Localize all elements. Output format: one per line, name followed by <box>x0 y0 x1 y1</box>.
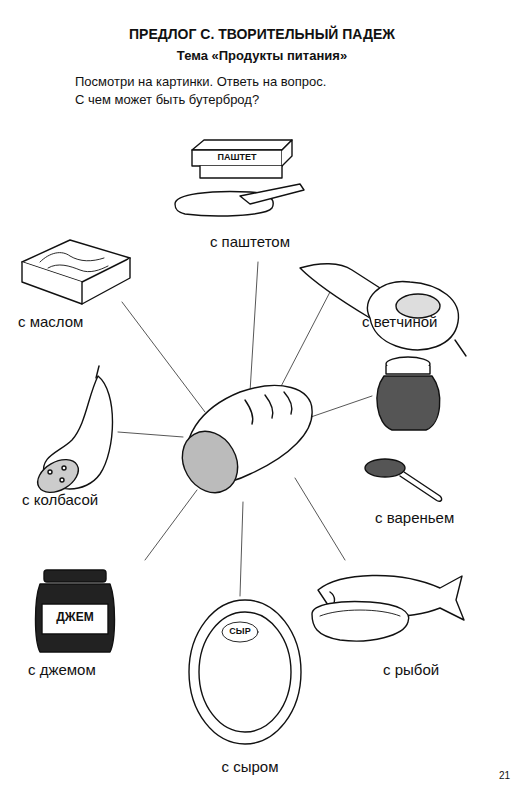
jam-jar <box>42 604 108 634</box>
sausage <box>48 470 52 474</box>
food-label: с вареньем <box>375 509 495 527</box>
page-number: 21 <box>470 770 510 782</box>
leader-line <box>122 302 205 412</box>
butter-pack <box>40 253 104 262</box>
sausage <box>60 478 64 482</box>
pate-tin <box>200 166 282 178</box>
leader-line <box>275 292 330 398</box>
cheese-wheel <box>189 600 301 744</box>
butter-pack <box>82 258 130 304</box>
pate-tin <box>282 140 292 166</box>
sausage <box>96 366 99 378</box>
cheese-wheel <box>189 600 301 744</box>
ham <box>455 340 466 356</box>
jam-jar <box>386 366 430 374</box>
jam-jar <box>365 357 442 501</box>
bread-loaf <box>171 386 312 503</box>
page-title: ПРЕДЛОГ С. ТВОРИТЕЛЬНЫЙ ПАДЕЖ <box>0 26 524 43</box>
butter-pack <box>22 262 82 304</box>
butter-pack <box>22 240 130 304</box>
subtitle: Тема «Продукты питания» <box>0 48 524 64</box>
leader-line <box>295 478 345 560</box>
food-label: с джемом <box>28 661 138 679</box>
jam-jar <box>400 472 442 501</box>
butter-pack <box>48 265 108 272</box>
pate-tin <box>192 150 282 166</box>
pate-tin <box>240 184 304 204</box>
sausage <box>62 466 66 470</box>
fish <box>312 602 409 642</box>
leader-line <box>118 432 183 437</box>
food-label: с паштетом <box>190 233 310 251</box>
food-label: с маслом <box>18 313 138 331</box>
leader-line <box>308 396 372 418</box>
question: С чем может быть бутерброд? <box>75 92 505 108</box>
leader-line <box>240 502 243 596</box>
jam-jar <box>365 459 405 477</box>
fish <box>318 575 464 620</box>
leader-line <box>118 262 372 596</box>
cheese-wheel <box>199 612 291 732</box>
bread-loaf <box>284 392 292 414</box>
food-label: с колбасой <box>22 491 142 509</box>
package-text: СЫР <box>212 626 268 637</box>
pate-tin <box>175 140 304 216</box>
food-label: с ветчиной <box>362 313 482 331</box>
instruction: Посмотри на картинки. Ответь на вопрос. <box>75 74 505 90</box>
jam-jar <box>44 570 106 582</box>
ham <box>300 264 466 356</box>
jam-jar <box>377 376 440 430</box>
fish <box>312 575 464 641</box>
food-label: с сыром <box>190 758 310 776</box>
package-text: ДЖЕМ <box>42 610 108 624</box>
jam-jar <box>36 584 115 652</box>
leader-line <box>250 262 258 392</box>
fish <box>320 610 400 616</box>
package-text: ПАШТЕТ <box>192 152 282 163</box>
jam-jar <box>36 570 115 652</box>
bread-loaf <box>265 395 273 418</box>
sausage <box>32 366 113 499</box>
bread-loaf <box>171 421 248 502</box>
food-label: с рыбой <box>383 661 493 679</box>
pate-tin <box>192 140 292 150</box>
leader-line <box>145 490 197 560</box>
bread-loaf <box>245 400 253 424</box>
